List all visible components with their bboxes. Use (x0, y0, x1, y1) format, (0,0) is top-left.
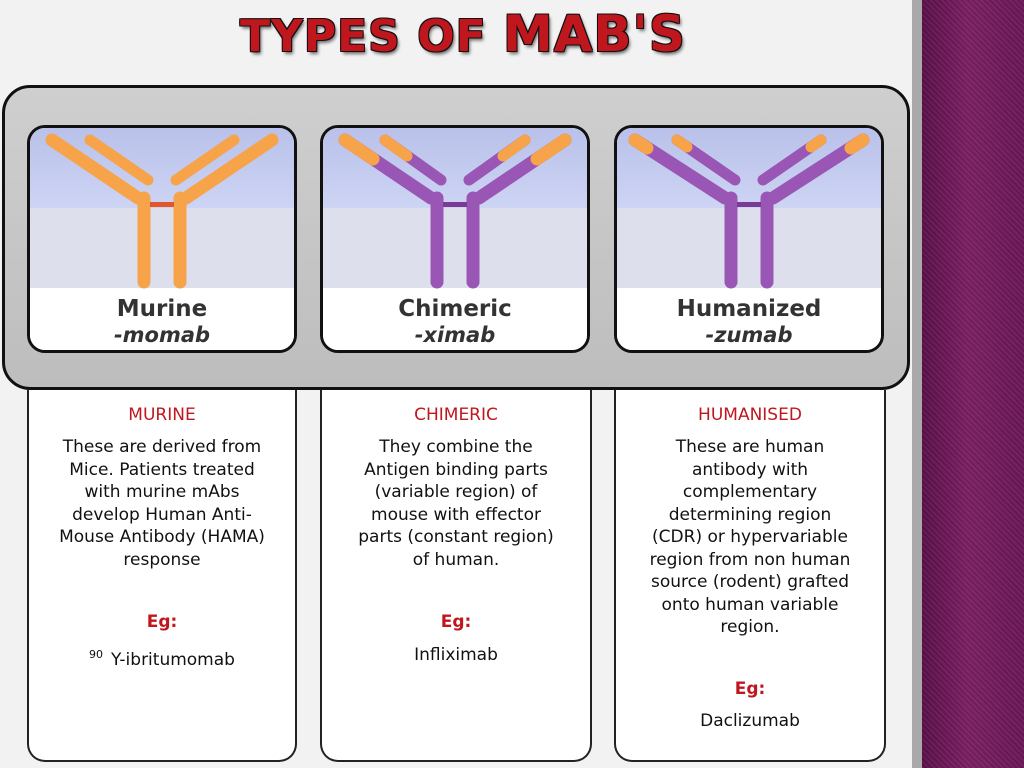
desc-line: develop Human Anti- (72, 504, 252, 525)
desc-line: antibody with (691, 459, 809, 480)
card-humanized-name: Humanized (676, 296, 822, 322)
column-chimeric-description: They combine the Antigen binding parts (… (328, 436, 584, 571)
desc-line: response (123, 549, 201, 570)
column-murine-description: These are derived from Mice. Patients tr… (35, 436, 289, 571)
column-murine: MURINE These are derived from Mice. Pati… (27, 390, 297, 762)
desc-line: These are derived from (62, 437, 262, 457)
desc-line: Mice. Patients treated (69, 459, 255, 480)
card-humanized: Humanized -zumab (614, 125, 884, 353)
desc-line: onto human variable (661, 594, 839, 615)
column-murine-heading: MURINE (128, 405, 196, 425)
slide-title: TYPES OF MAB'S (240, 4, 700, 64)
desc-line: complementary (682, 482, 818, 502)
column-humanised: HUMANISED These are human antibody with … (614, 390, 886, 762)
column-humanised-description: These are human antibody with complement… (622, 436, 878, 639)
title-part-1: TYPES OF (240, 11, 503, 62)
column-chimeric: CHIMERIC They combine the Antigen bindin… (320, 390, 592, 762)
decorative-purple-strip (922, 0, 1024, 768)
column-chimeric-heading: CHIMERIC (414, 405, 498, 425)
isotope-superscript: 90 (89, 648, 104, 661)
column-murine-eg-label: Eg: (146, 612, 178, 632)
card-chimeric-suffix: -ximab (414, 323, 496, 347)
desc-line: They combine the (379, 437, 533, 457)
desc-line: parts (constant region) (358, 527, 554, 547)
desc-line: (CDR) or hypervariable (652, 527, 848, 547)
desc-line: These are human (675, 437, 825, 457)
card-murine-name: Murine (116, 296, 208, 322)
desc-line: determining region (668, 504, 832, 525)
desc-line: of human. (412, 549, 500, 570)
desc-line: region. (720, 617, 780, 637)
desc-line: with murine mAbs (84, 482, 240, 502)
desc-line: Mouse Antibody (HAMA) (59, 527, 265, 547)
column-humanised-heading: HUMANISED (698, 405, 802, 425)
column-chimeric-eg-label: Eg: (440, 612, 472, 632)
title-part-2: MAB'S (502, 5, 686, 63)
desc-line: (variable region) of (374, 482, 538, 502)
card-chimeric-name: Chimeric (398, 296, 512, 322)
desc-line: source (rodent) grafted (650, 572, 850, 592)
column-humanised-eg-label: Eg: (734, 679, 766, 699)
column-chimeric-example: Infliximab (414, 645, 498, 665)
humanized-antibody-diagram (617, 128, 881, 350)
example-name: Y-ibritumomab (111, 650, 235, 670)
column-humanised-example: Daclizumab (700, 711, 800, 731)
murine-antibody-diagram (30, 128, 294, 350)
desc-line: region from non human (649, 549, 851, 570)
desc-line: mouse with effector (371, 504, 541, 525)
card-murine-suffix: -momab (113, 323, 211, 347)
desc-line: Antigen binding parts (364, 459, 548, 480)
chimeric-antibody-diagram (323, 128, 587, 350)
card-chimeric: Chimeric -ximab (320, 125, 590, 353)
column-murine-example: 90 Y-ibritumomab (29, 644, 295, 672)
decorative-gray-strip (912, 0, 922, 768)
card-murine: Murine -momab (27, 125, 297, 353)
card-humanized-suffix: -zumab (705, 323, 793, 347)
